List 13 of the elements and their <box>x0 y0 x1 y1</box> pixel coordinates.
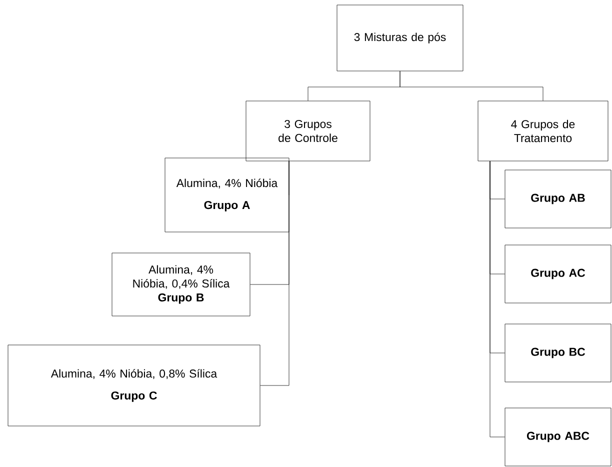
connector-line <box>490 160 505 438</box>
group-box: Grupo BC <box>504 324 612 382</box>
group-box: 3 Misturas de pós <box>336 4 464 72</box>
group-box: Alumina, 4% Nióbia, 0,8% Sílica Grupo C <box>8 344 260 426</box>
group-box: Alumina, 4% Nióbia Grupo A <box>164 158 290 232</box>
group-box: Alumina, 4% Nióbia, 0,4% Sílica Grupo B <box>112 252 250 316</box>
group-box: Grupo AC <box>504 244 612 304</box>
connector-line <box>260 160 290 386</box>
group-box: Grupo ABC <box>504 408 612 466</box>
group-box: 4 Grupos de Tratamento <box>478 100 608 162</box>
group-box: Grupo AB <box>504 170 612 228</box>
connector-line <box>400 70 544 101</box>
group-box: 3 Grupos de Controle <box>246 100 370 162</box>
